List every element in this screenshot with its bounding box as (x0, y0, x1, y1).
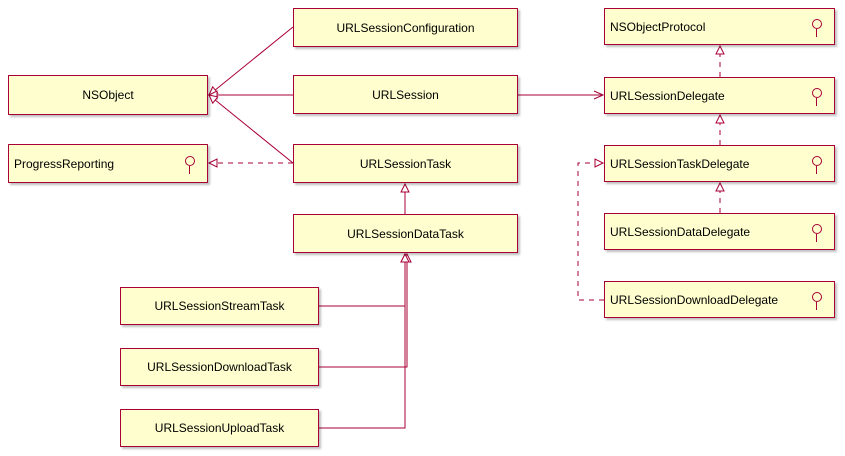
edge-line (319, 262, 406, 429)
edge-inheritance-datatask-to-task (400, 182, 410, 214)
edge-line (577, 162, 604, 301)
node-label: URLSessionTask (359, 156, 452, 171)
lollipop-icon (812, 223, 822, 242)
edge-realization-downloaddelegate-to-taskdelegate (577, 158, 605, 301)
class-downloadtask: URLSessionDownloadTask (120, 348, 319, 386)
edge-inheritance-task-to-nsobject (208, 94, 294, 164)
arrowhead-triangle (594, 158, 605, 168)
edge-association-session-to-delegate (518, 90, 605, 100)
class-task: URLSessionTask (293, 144, 518, 183)
interface-delegate: URLSessionDelegate (604, 77, 835, 114)
edge-line (319, 262, 406, 307)
class-streamtask: URLSessionStreamTask (120, 287, 319, 325)
edge-inheritance-config-to-nsobject (208, 26, 294, 96)
arrowhead-triangle (400, 252, 410, 263)
arrowhead-triangle (715, 44, 725, 55)
edge-inheritance-session-to-nsobject (207, 90, 293, 100)
node-label: URLSessionConfiguration (336, 20, 475, 35)
class-config: URLSessionConfiguration (293, 8, 518, 47)
lollipop-icon (812, 18, 822, 37)
edge-line (319, 262, 408, 368)
node-label: NSObject (82, 88, 134, 102)
lollipop-icon (812, 87, 822, 106)
edge-realization-delegate-to-nsobjproto (715, 44, 725, 77)
edge-inheritance-uploadtask-to-datatask (319, 252, 410, 429)
interface-downloaddelegate: URLSessionDownloadDelegate (604, 281, 835, 318)
class-datatask: URLSessionDataTask (293, 214, 518, 253)
node-label: URLSessionDownloadDelegate (610, 292, 779, 307)
node-label: URLSessionTaskDelegate (610, 156, 750, 171)
node-label: URLSessionDelegate (610, 88, 725, 103)
lollipop-icon (812, 291, 822, 310)
node-label: URLSessionDataTask (347, 226, 464, 241)
edge-inheritance-downloadtask-to-datatask (319, 252, 412, 368)
lollipop-icon (812, 155, 822, 174)
arrowhead-triangle (208, 94, 219, 105)
arrowhead-triangle (715, 181, 725, 192)
arrowhead-triangle (715, 113, 725, 124)
node-label: URLSessionUploadTask (154, 421, 285, 435)
edge-realization-datadelegate-to-taskdelegate (715, 181, 725, 213)
edge-inheritance-streamtask-to-datatask (319, 252, 410, 307)
node-label: ProgressReporting (14, 156, 115, 171)
node-label: NSObjectProtocol (610, 19, 706, 34)
arrowhead-open (593, 90, 605, 100)
interface-datadelegate: URLSessionDataDelegate (604, 213, 835, 250)
node-label: URLSessionStreamTask (154, 299, 285, 313)
interface-progress: ProgressReporting (8, 144, 208, 183)
arrowhead-triangle (207, 158, 218, 168)
class-nsobject: NSObject (8, 75, 208, 115)
node-label: URLSessionDownloadTask (147, 360, 292, 374)
edge-line (214, 26, 294, 91)
interface-nsobjproto: NSObjectProtocol (604, 8, 835, 45)
arrowhead-triangle (400, 182, 410, 193)
lollipop-icon (185, 155, 195, 174)
interface-taskdelegate: URLSessionTaskDelegate (604, 145, 835, 182)
node-label: URLSession (372, 87, 439, 102)
node-label: URLSessionDataDelegate (610, 224, 751, 239)
edge-line (214, 99, 294, 164)
class-session: URLSession (293, 75, 518, 114)
edge-realization-task-to-progress (207, 158, 293, 168)
edge-realization-taskdelegate-to-delegate (715, 113, 725, 145)
class-uploadtask: URLSessionUploadTask (120, 409, 319, 447)
